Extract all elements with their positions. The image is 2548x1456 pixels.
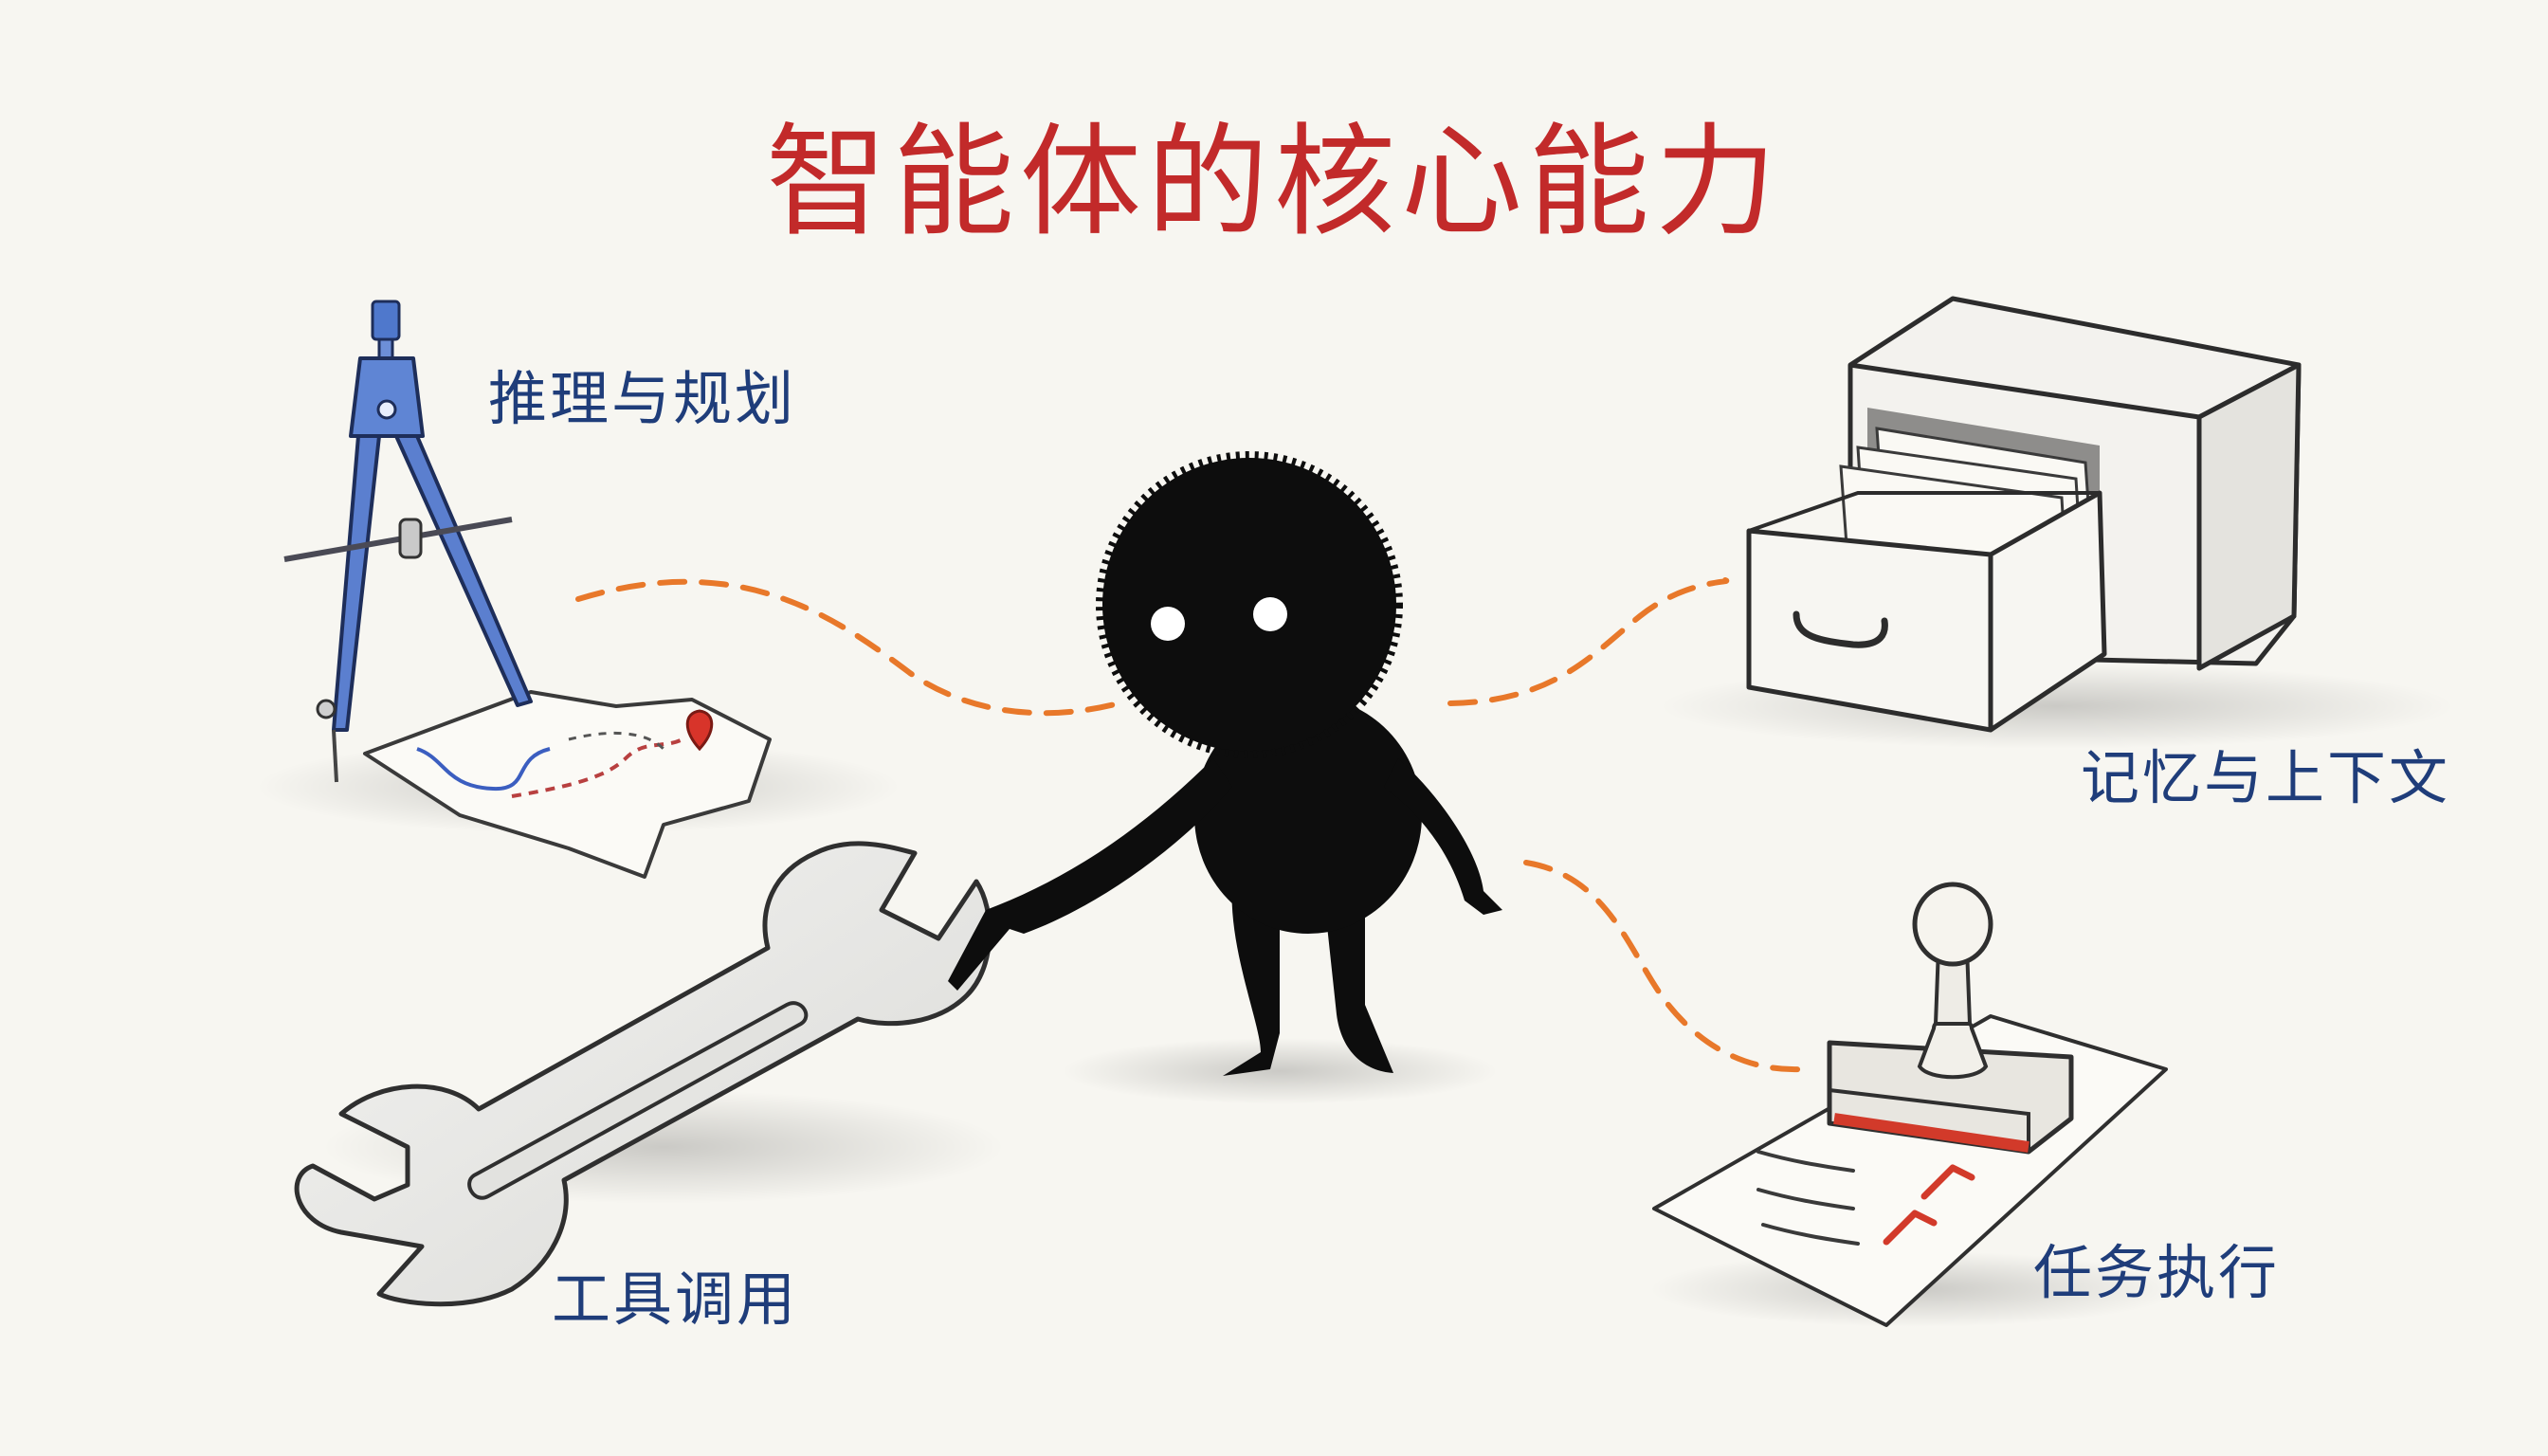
connector-lines	[575, 577, 1804, 1073]
creature-right-eye	[1253, 597, 1287, 631]
label-tool-use: 工具调用	[552, 1265, 799, 1334]
creature-left-eye	[1151, 607, 1185, 641]
label-task-execution: 任务执行	[2033, 1238, 2281, 1307]
stamp-and-document-icon	[1649, 882, 2180, 1327]
file-cabinet-icon	[1659, 296, 2455, 749]
label-memory-context: 记忆与上下文	[2081, 743, 2451, 812]
checkmarks	[1883, 1164, 1975, 1246]
connector-reasoning	[575, 578, 1121, 717]
page-title: 智能体的核心能力	[765, 112, 1782, 253]
drawer-handle	[1793, 610, 1888, 648]
connector-task	[1523, 860, 1804, 1073]
wrench-icon	[294, 841, 1005, 1307]
connector-memory	[1447, 577, 1730, 706]
black-fuzzy-creature-icon	[948, 451, 1502, 1104]
label-reasoning-planning: 推理与规划	[488, 364, 797, 433]
compass-and-map-icon	[256, 300, 901, 879]
map-pin-icon	[685, 709, 714, 752]
